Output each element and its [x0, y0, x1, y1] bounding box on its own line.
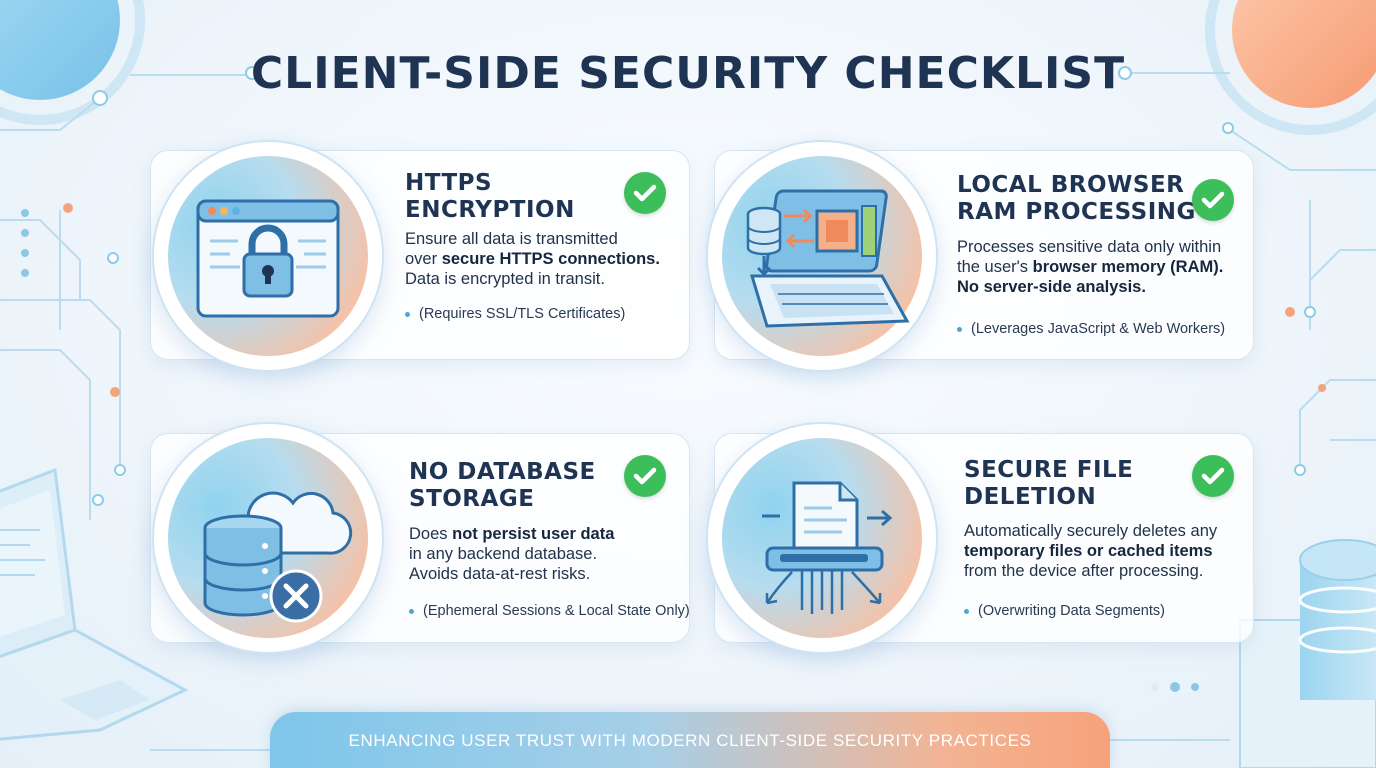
card-description: Processes sensitive data only within the…: [957, 238, 1224, 296]
card-note: (Leverages JavaScript & Web Workers): [957, 321, 1225, 337]
badge-database: [152, 422, 384, 654]
badge-ram: [706, 140, 938, 372]
card-description: Ensure all data is transmitted over secu…: [405, 230, 660, 288]
card-description: Does not persist user data in any backen…: [409, 525, 615, 583]
database-cloud-x-icon: [203, 491, 353, 623]
check-icon: [1192, 455, 1234, 497]
card-description: Automatically securely deletes any tempo…: [964, 522, 1218, 580]
badge-shredder: [706, 422, 938, 654]
laptop-ram-icon: [746, 189, 910, 328]
check-icon: [624, 455, 666, 497]
footer-banner: ENHANCING USER TRUST WITH MODERN CLIENT-…: [270, 712, 1110, 768]
footer-text: ENHANCING USER TRUST WITH MODERN CLIENT-…: [348, 731, 1032, 750]
card-note: (Requires SSL/TLS Certificates): [405, 306, 625, 322]
browser-padlock-icon: [196, 199, 340, 318]
check-icon: [624, 172, 666, 214]
card-note: (Overwriting Data Segments): [964, 603, 1165, 619]
badge-https: [152, 140, 384, 372]
page-title: CLIENT-SIDE SECURITY CHECKLIST: [250, 48, 1126, 99]
card-note: (Ephemeral Sessions & Local State Only): [409, 603, 690, 619]
check-icon: [1192, 179, 1234, 221]
file-shredder-icon: [762, 481, 893, 614]
